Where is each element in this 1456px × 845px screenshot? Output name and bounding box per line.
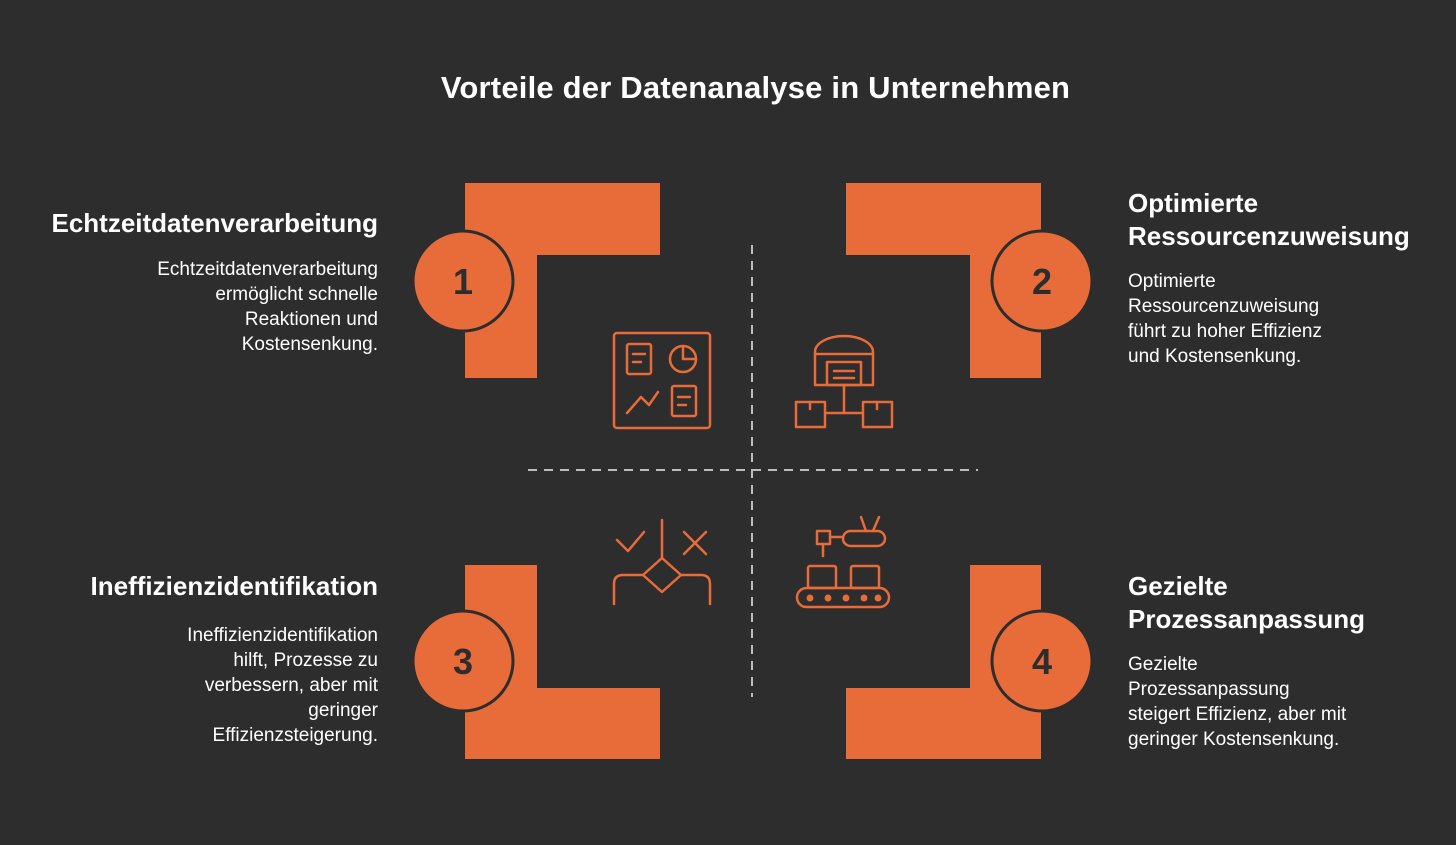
quadrant-3-heading-line: Ineffizienzidentifikation — [90, 571, 378, 601]
decision-check-cross-icon — [612, 518, 712, 606]
quadrant-4-block — [846, 565, 1041, 759]
conveyor-robot-icon — [795, 515, 891, 609]
quadrant-3-description-line: Effizienzsteigerung. — [212, 725, 378, 746]
quadrant-3-block — [465, 565, 660, 759]
quadrant-2-description-line: Ressourcenzuweisung — [1128, 296, 1320, 317]
quadrant-3-description-line: verbessern, aber mit — [204, 675, 378, 696]
quadrant-4-description-line: geringer Kostensenkung. — [1128, 729, 1340, 750]
quadrant-1-description: Echtzeitdatenverarbeitung ermöglicht sch… — [157, 257, 378, 357]
quadrant-4-description-line: Gezielte — [1128, 654, 1198, 675]
warehouse-distribution-icon — [794, 334, 894, 429]
quadrant-2-description-line: Optimierte — [1128, 271, 1216, 292]
quadrant-2-heading: Optimierte Ressourcenzuweisung — [1128, 187, 1410, 253]
quadrant-1-description-line: Reaktionen und — [244, 309, 378, 330]
quadrant-4-description-line: Prozessanpassung — [1128, 679, 1290, 700]
quadrant-4-heading-line: Gezielte — [1128, 571, 1228, 601]
quadrant-3-description: Ineffizienzidentifikation hilft, Prozess… — [187, 623, 378, 748]
quadrant-2-block — [846, 183, 1041, 378]
page-title: Vorteile der Datenanalyse in Unternehmen — [440, 70, 1071, 105]
quadrant-2-description-line: führt zu hoher Effizienz — [1128, 321, 1322, 342]
quadrant-1-number: 1 — [453, 261, 473, 302]
quadrant-3-description-line: Ineffizienzidentifikation — [187, 625, 378, 646]
dashboard-icon — [612, 331, 712, 430]
quadrant-1-description-line: Kostensenkung. — [241, 334, 378, 355]
quadrant-1-block — [465, 183, 660, 378]
quadrant-2-description-line: und Kostensenkung. — [1128, 346, 1302, 367]
quadrant-1-badge: 1 — [411, 229, 515, 333]
quadrant-4-heading: Gezielte Prozessanpassung — [1128, 570, 1365, 636]
quadrant-4-heading-line: Prozessanpassung — [1128, 604, 1365, 634]
quadrant-1-description-line: ermöglicht schnelle — [215, 284, 378, 305]
quadrant-2-number: 2 — [1032, 261, 1052, 302]
quadrant-2-heading-line: Ressourcenzuweisung — [1128, 221, 1410, 251]
quadrant-3-badge: 3 — [411, 609, 515, 713]
quadrant-1-description-line: Echtzeitdatenverarbeitung — [157, 259, 378, 280]
quadrant-4-number: 4 — [1032, 641, 1052, 682]
quadrant-4-badge: 4 — [990, 609, 1094, 713]
quadrant-4-description: Gezielte Prozessanpassung steigert Effiz… — [1128, 652, 1346, 752]
quadrant-2-badge: 2 — [990, 229, 1094, 333]
quadrant-3-heading: Ineffizienzidentifikation — [91, 570, 378, 603]
quadrant-2-heading-line: Optimierte — [1128, 188, 1259, 218]
quadrant-3-description-line: hilft, Prozesse zu — [233, 650, 378, 671]
quadrant-1-heading-line: Echtzeitdatenverarbeitung — [51, 208, 378, 238]
quadrant-1-heading: Echtzeitdatenverarbeitung — [51, 207, 378, 240]
quadrant-3-number: 3 — [453, 641, 473, 682]
quadrant-2-description: Optimierte Ressourcenzuweisung führt zu … — [1128, 269, 1322, 369]
quadrant-4-description-line: steigert Effizienz, aber mit — [1128, 704, 1347, 725]
quadrant-3-description-line: geringer — [308, 700, 378, 721]
